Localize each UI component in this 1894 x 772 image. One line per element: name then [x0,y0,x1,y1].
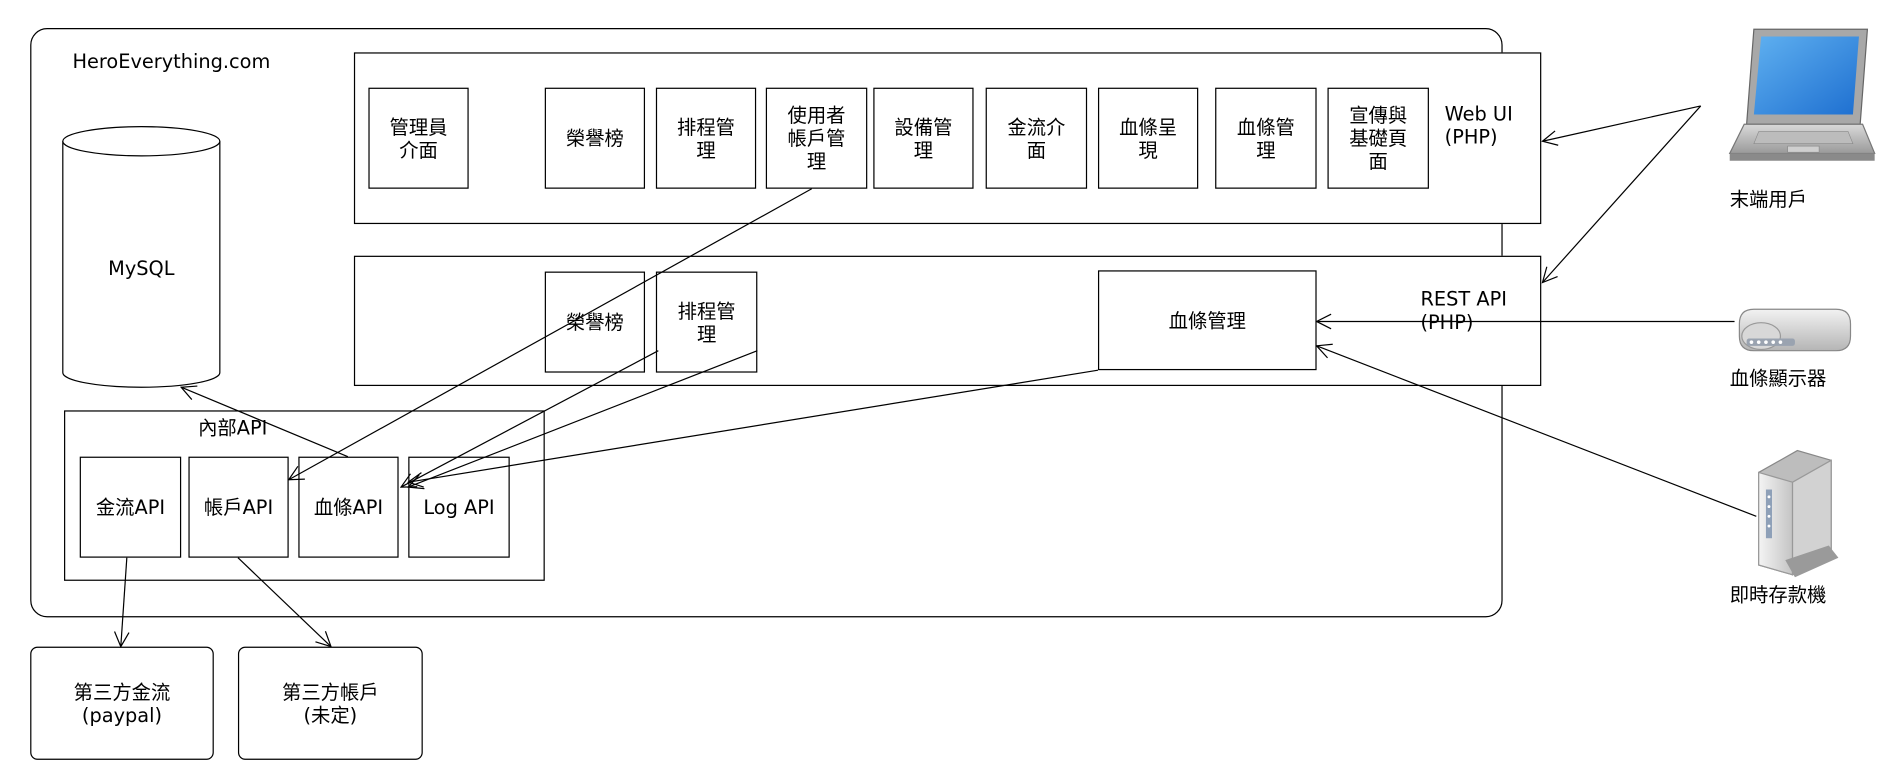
database-cylinder [62,126,221,388]
hp-bar-api[interactable]: 血條API [298,456,399,558]
payment-api[interactable]: 金流API [79,456,182,558]
web-ui-label: Web UI (PHP) [1444,102,1513,149]
webui-hp-bar-management[interactable]: 血條管 理 [1215,87,1317,189]
webui-payment-interface[interactable]: 金流介 面 [985,87,1088,189]
site-title: HeroEverything.com [72,49,271,74]
laptop-icon [1728,28,1876,161]
rest-api-label: REST API (PHP) [1420,287,1507,334]
third-party-account[interactable]: 第三方帳戶 (未定) [237,646,423,760]
account-api[interactable]: 帳戶API [188,456,289,558]
webui-schedule-management[interactable]: 排程管 理 [655,87,757,189]
kiosk-label: 即時存款機 [1729,583,1827,607]
rest-api-layer [353,255,1542,387]
database-label: MySQL [108,256,175,280]
router-device-icon [1738,308,1852,352]
webui-user-account-management[interactable]: 使用者 帳戶管 理 [765,87,868,189]
webui-honor-roll[interactable]: 榮譽榜 [544,87,646,189]
end-user-label: 末端用戶 [1729,187,1808,211]
webui-admin-interface[interactable]: 管理員 介面 [368,87,469,189]
rest-hp-bar-management[interactable]: 血條管理 [1097,270,1317,371]
webui-promo-basic-pages[interactable]: 宣傳與 基礎頁 面 [1327,87,1429,189]
rest-honor-roll[interactable]: 榮譽榜 [544,271,646,373]
webui-device-management[interactable]: 設備管 理 [873,87,974,189]
webui-hp-bar-display[interactable]: 血條呈 現 [1097,87,1199,189]
tower-device-icon [1758,449,1839,578]
hp-display-label: 血條顯示器 [1729,366,1827,390]
log-api[interactable]: Log API [408,456,510,558]
third-party-payment[interactable]: 第三方金流 (paypal) [30,646,214,760]
rest-schedule-management[interactable]: 排程管 理 [655,271,758,373]
internal-api-label: 內部API [198,416,268,440]
